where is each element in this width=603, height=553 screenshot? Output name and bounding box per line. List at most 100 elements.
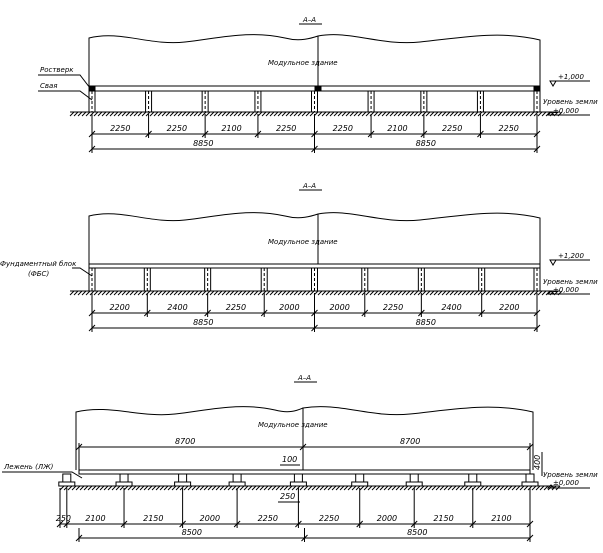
hatch-stroke bbox=[272, 486, 276, 490]
sleeper-footing bbox=[229, 482, 245, 486]
ground-elev-3: ±0,000 bbox=[553, 479, 579, 487]
dimension-value: 8500 bbox=[407, 528, 427, 537]
sleeper bbox=[294, 474, 302, 482]
hatch-stroke bbox=[410, 112, 414, 116]
dimension-tick bbox=[234, 521, 240, 527]
hatch-stroke bbox=[418, 112, 422, 116]
hatch-stroke bbox=[254, 291, 258, 295]
hatch-stroke bbox=[276, 486, 280, 490]
hatch-stroke bbox=[366, 112, 370, 116]
hatch-stroke bbox=[406, 112, 410, 116]
hatch-stroke bbox=[502, 112, 506, 116]
hatch-stroke bbox=[230, 291, 234, 295]
hatch-stroke bbox=[470, 291, 474, 295]
hatch-stroke bbox=[398, 291, 402, 295]
hatch-stroke bbox=[386, 291, 390, 295]
hatch-stroke bbox=[208, 486, 212, 490]
dimension-tick bbox=[312, 131, 318, 137]
hatch-stroke bbox=[516, 486, 520, 490]
hatch-stroke bbox=[222, 291, 226, 295]
hatch-stroke bbox=[282, 291, 286, 295]
dim-400: 400 bbox=[533, 455, 542, 470]
hatch-stroke bbox=[494, 112, 498, 116]
dimension-tick bbox=[527, 535, 533, 541]
hatch-stroke bbox=[230, 112, 234, 116]
section-2-building-outline bbox=[89, 213, 540, 264]
hatch-stroke bbox=[286, 112, 290, 116]
hatch-stroke bbox=[316, 486, 320, 490]
hatch-stroke bbox=[128, 486, 132, 490]
dimension-value: 250 bbox=[56, 514, 71, 523]
dimension-value: 8500 bbox=[182, 528, 202, 537]
ground-hatch bbox=[60, 486, 560, 490]
hatch-stroke bbox=[518, 112, 522, 116]
dimension-tick bbox=[527, 521, 533, 527]
hatch-stroke bbox=[470, 112, 474, 116]
hatch-stroke bbox=[414, 112, 418, 116]
hatch-stroke bbox=[80, 486, 84, 490]
dimension-value: 2000 bbox=[279, 303, 299, 312]
fbs-beam bbox=[89, 264, 540, 268]
dimension-value: 8850 bbox=[416, 139, 436, 148]
dimension-value: 2250 bbox=[442, 124, 462, 133]
hatch-stroke bbox=[498, 112, 502, 116]
hatch-stroke bbox=[236, 486, 240, 490]
hatch-stroke bbox=[148, 486, 152, 490]
dim-250-mid: 250 bbox=[280, 492, 295, 501]
hatch-stroke bbox=[124, 486, 128, 490]
hatch-stroke bbox=[146, 112, 150, 116]
hatch-stroke bbox=[86, 112, 90, 116]
hatch-stroke bbox=[358, 112, 362, 116]
hatch-stroke bbox=[378, 291, 382, 295]
dimension-value: 2250 bbox=[383, 303, 403, 312]
dimension-value: 2250 bbox=[258, 514, 278, 523]
dimension-value: 2150 bbox=[143, 514, 163, 523]
section-3-title: А–А bbox=[297, 374, 311, 382]
hatch-stroke bbox=[462, 112, 466, 116]
dimension-value: 2150 bbox=[433, 514, 453, 523]
hatch-stroke bbox=[460, 486, 464, 490]
total-dimensions: 8500 8500 bbox=[76, 528, 533, 542]
hatch-stroke bbox=[110, 291, 114, 295]
dimension-value: 2400 bbox=[167, 303, 187, 312]
hatch-stroke bbox=[488, 486, 492, 490]
hatch-stroke bbox=[546, 112, 550, 116]
dimension-tick bbox=[477, 131, 483, 137]
hatch-stroke bbox=[134, 291, 138, 295]
sleeper bbox=[63, 474, 71, 482]
dim-100: 100 bbox=[282, 455, 297, 464]
hatch-stroke bbox=[364, 486, 368, 490]
hatch-stroke bbox=[328, 486, 332, 490]
hatch-stroke bbox=[84, 486, 88, 490]
hatch-stroke bbox=[454, 291, 458, 295]
ground-label-3: Уровень земли bbox=[543, 471, 598, 479]
hatch-stroke bbox=[344, 486, 348, 490]
hatch-stroke bbox=[234, 291, 238, 295]
hatch-stroke bbox=[142, 112, 146, 116]
hatch-stroke bbox=[408, 486, 412, 490]
dimension-tick bbox=[89, 325, 95, 331]
hatch-stroke bbox=[508, 486, 512, 490]
hatch-stroke bbox=[140, 486, 144, 490]
hatch-stroke bbox=[494, 291, 498, 295]
hatch-stroke bbox=[210, 112, 214, 116]
hatch-stroke bbox=[92, 486, 96, 490]
dimension-tick bbox=[368, 131, 374, 137]
hatch-stroke bbox=[434, 291, 438, 295]
hatch-stroke bbox=[246, 291, 250, 295]
hatch-stroke bbox=[500, 486, 504, 490]
hatch-stroke bbox=[396, 486, 400, 490]
hatch-stroke bbox=[526, 112, 530, 116]
hatch-stroke bbox=[168, 486, 172, 490]
hatch-stroke bbox=[404, 486, 408, 490]
sleeper-footing bbox=[352, 482, 368, 486]
hatch-stroke bbox=[196, 486, 200, 490]
sleeper-footing bbox=[59, 482, 75, 486]
leader-lezhen bbox=[2, 472, 82, 478]
elevation-mark-ground-3 bbox=[548, 485, 590, 488]
section-2: А–А Модульное здание Фундаментный блок (… bbox=[0, 182, 598, 332]
hatch-stroke bbox=[106, 112, 110, 116]
hatch-stroke bbox=[382, 112, 386, 116]
hatch-stroke bbox=[188, 486, 192, 490]
dimension-value: 8850 bbox=[416, 318, 436, 327]
